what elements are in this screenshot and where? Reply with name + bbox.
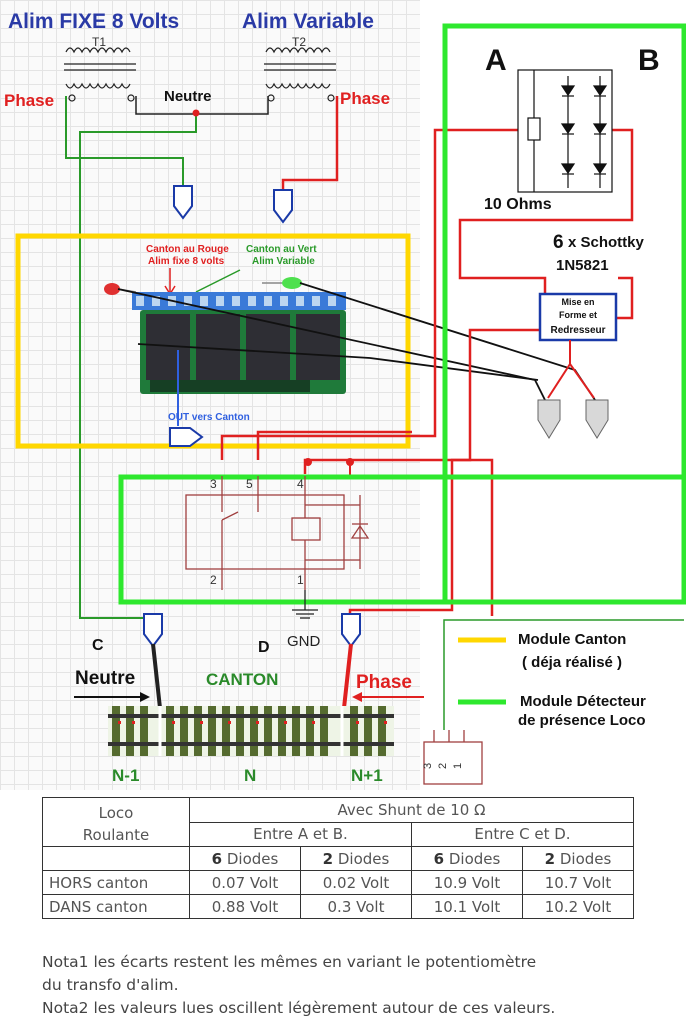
schottky-ref: 1N5821 — [556, 257, 609, 274]
phase-left-label: Phase — [4, 91, 54, 110]
shaper-line-1: Mise en — [561, 297, 594, 307]
empty-cell — [42, 846, 190, 871]
ground-symbol — [292, 590, 318, 619]
diode-bridge — [517, 69, 613, 193]
transformer-t2 — [264, 47, 336, 102]
row-header-line-1: Loco — [98, 804, 134, 822]
group-ab-header: Entre A et B. — [189, 821, 412, 847]
neutre-track-label: Neutre — [75, 668, 135, 689]
shunt-header: Avec Shunt de 10 Ω — [189, 797, 634, 823]
sensor-plugs — [537, 399, 609, 439]
canton-vert-label: Canton au Vert — [246, 244, 317, 255]
neutre-junction — [192, 109, 200, 117]
note-2: Nota2 les valeurs lues oscillent légèrem… — [42, 999, 556, 1017]
label-d: D — [258, 639, 270, 656]
relay-schematic — [185, 476, 370, 590]
grid-background — [0, 0, 420, 790]
legend-detecteur: Module Détecteur — [520, 693, 646, 710]
out-connector — [169, 427, 204, 447]
t1-label: T1 — [92, 35, 106, 49]
schottky-count: 6 — [553, 232, 564, 253]
relay-board — [132, 292, 346, 394]
relay-pin-5: 5 — [246, 477, 253, 491]
title-alim-variable: Alim Variable — [242, 10, 374, 33]
phase-right-label: Phase — [340, 89, 390, 108]
conn-pin-2: 2 — [437, 763, 449, 769]
red-wires — [220, 128, 634, 620]
label-b: B — [638, 44, 660, 77]
schottky-text: x Schottky — [568, 234, 645, 251]
neutre-top-label: Neutre — [164, 88, 212, 105]
legend-detecteur-sub: de présence Loco — [518, 712, 646, 729]
title-alim-fixe: Alim FIXE 8 Volts — [8, 10, 179, 33]
table-row: HORS canton 0.07 Volt 0.02 Volt 10.9 Vol… — [42, 870, 634, 895]
resistor-label: 10 Ohms — [484, 196, 552, 213]
legend-canton-sub: ( déja réalisé ) — [522, 654, 622, 671]
out-canton-label: OUT vers Canton — [168, 412, 250, 423]
canton-rouge-label: Canton au Rouge — [146, 244, 229, 255]
section-n-plus-1: N+1 — [351, 766, 383, 785]
label-a: A — [485, 44, 507, 77]
phase-track-label: Phase — [356, 672, 412, 693]
led-green — [262, 277, 302, 289]
shaper-box — [538, 292, 618, 342]
relay-pin-2: 2 — [210, 573, 217, 587]
label-c: C — [92, 637, 104, 654]
conn-pin-1: 1 — [452, 763, 464, 769]
conn-pin-3: 3 — [422, 763, 434, 769]
legend-canton: Module Canton — [518, 631, 626, 648]
top-connectors — [173, 185, 293, 224]
group-cd-header: Entre C et D. — [411, 821, 634, 847]
t2-label: T2 — [292, 35, 306, 49]
row-header-cell: Loco Roulante — [42, 797, 190, 847]
alim-variable-label: Alim Variable — [252, 256, 315, 267]
diode-header-4: 2 Diodes — [522, 846, 634, 871]
detector-lower-frame — [118, 474, 686, 605]
shaper-line-3: Redresseur — [550, 325, 605, 336]
alim-fixe-label: Alim fixe 8 volts — [148, 256, 225, 267]
section-n: N — [244, 766, 256, 785]
canton-label: CANTON — [206, 670, 278, 689]
transformer-t1 — [64, 47, 136, 102]
wiring-schematic: Alim FIXE 8 Volts Alim Variable T1 T2 Ph… — [0, 0, 686, 790]
diode-header-2: 2 Diodes — [300, 846, 412, 871]
track-connectors — [143, 613, 361, 648]
section-n-minus-1: N-1 — [112, 766, 139, 785]
note-1-line-2: du transfo d'alim. — [42, 976, 179, 994]
relay-pin-4: 4 — [297, 477, 304, 491]
table-row: DANS canton 0.88 Volt 0.3 Volt 10.1 Volt… — [42, 894, 634, 919]
row-header-line-2: Roulante — [82, 826, 150, 844]
schematic-drawing: Alim FIXE 8 Volts Alim Variable T1 T2 Ph… — [4, 10, 686, 785]
output-connector — [423, 741, 483, 785]
measurement-table: Loco Roulante Avec Shunt de 10 Ω Entre A… — [42, 797, 634, 919]
diode-header-1: 6 Diodes — [189, 846, 301, 871]
transformer-wiring — [65, 96, 339, 619]
relay-pin-1: 1 — [297, 573, 304, 587]
canton-module-frame — [15, 233, 411, 449]
track-sections — [108, 706, 394, 756]
note-1-line-1: Nota1 les écarts restent les mêmes en va… — [42, 953, 537, 971]
shaper-line-2: Forme et — [559, 310, 597, 320]
relay-pin-3: 3 — [210, 477, 217, 491]
diode-header-3: 6 Diodes — [411, 846, 523, 871]
gnd-label: GND — [287, 633, 321, 650]
